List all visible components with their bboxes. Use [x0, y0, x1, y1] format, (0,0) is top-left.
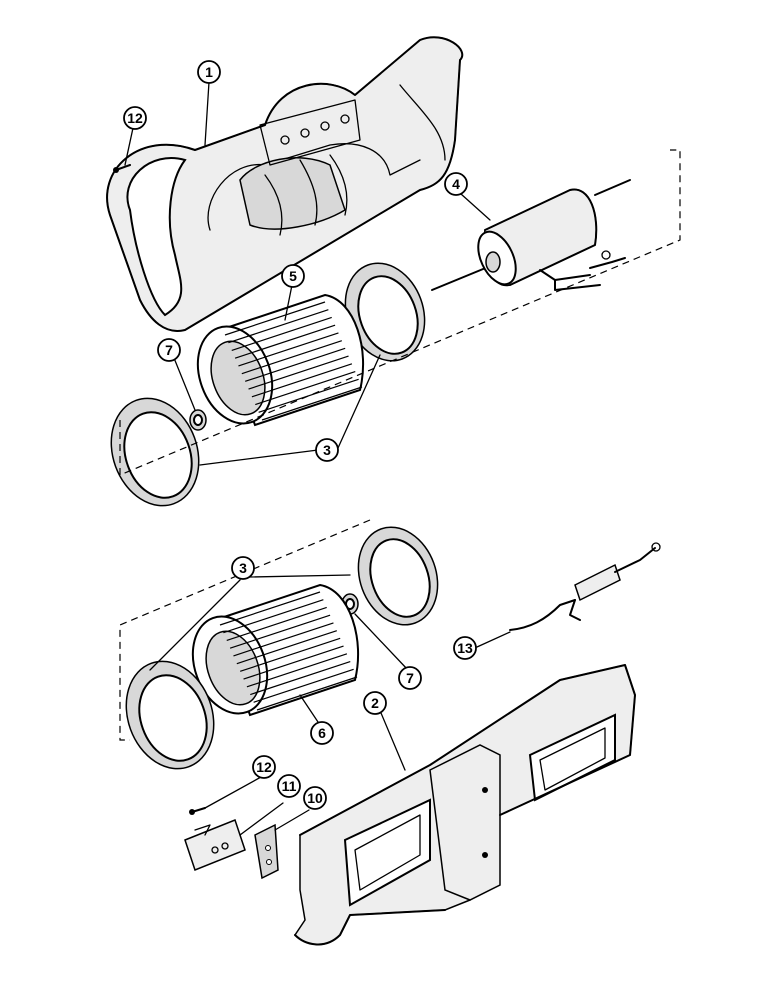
wheel-vane [236, 630, 338, 665]
wheel-vane [241, 340, 343, 375]
screw-bottom [189, 807, 206, 815]
callout-1: 1 [197, 60, 221, 84]
wheel-vane [226, 606, 327, 642]
resistor-harness [509, 542, 661, 631]
wheel-vane [234, 324, 336, 359]
callout-label: 11 [282, 778, 297, 794]
callout-13: 13 [453, 636, 477, 660]
callout-label: 7 [165, 342, 173, 358]
wheel-vane [239, 637, 341, 672]
callout-label: 10 [307, 790, 323, 806]
wheel-vane [253, 668, 354, 703]
upper-blower-housing [106, 36, 464, 332]
callout-7-top: 7 [157, 338, 181, 362]
callout-label: 2 [371, 695, 379, 711]
callout-12-top: 12 [123, 106, 147, 130]
callout-12-bottom: 12 [252, 755, 276, 779]
wheel-vane [229, 614, 331, 649]
blower-motor [431, 179, 631, 291]
wheel-vane [243, 645, 344, 680]
callout-label: 7 [406, 670, 414, 686]
callout-7-bottom: 7 [398, 666, 422, 690]
callout-label: 12 [127, 110, 143, 126]
screw-top [113, 164, 131, 173]
callout-label: 1 [205, 64, 213, 80]
callout-label: 6 [318, 725, 326, 741]
clip-top [189, 409, 207, 431]
callout-label: 4 [452, 176, 460, 192]
callout-label: 5 [289, 268, 297, 284]
wheel-vane [246, 653, 348, 688]
callout-2: 2 [363, 691, 387, 715]
seal-ring-top-left [110, 397, 200, 507]
wheel-vane [248, 355, 349, 390]
leader-lines [124, 81, 511, 836]
blower-wheel-top [196, 293, 364, 427]
callout-5: 5 [281, 264, 305, 288]
callout-3-bottom: 3 [231, 556, 255, 580]
lower-blower-housing [294, 664, 636, 946]
callout-label: 13 [457, 640, 473, 656]
wheel-vane [223, 599, 324, 634]
seal-ring-bottom-left [125, 660, 215, 770]
mounting-bracket [254, 823, 279, 880]
callout-10: 10 [303, 786, 327, 810]
wheel-vane [250, 660, 351, 696]
callout-11: 11 [277, 774, 301, 798]
wheel-vane [256, 676, 358, 711]
seal-ring-top-right [344, 262, 426, 362]
wheel-vane [244, 347, 346, 382]
blower-wheel-bottom [191, 583, 359, 717]
wheel-vane [238, 332, 339, 367]
dashed-group-line-top [119, 149, 681, 476]
callout-label: 3 [323, 442, 331, 458]
wheel-vane [261, 386, 363, 421]
callout-label: 3 [239, 560, 247, 576]
wheel-vane [233, 622, 334, 657]
wheel-vane [258, 378, 359, 413]
switch-plate [184, 819, 246, 871]
wheel-vane [251, 363, 353, 398]
callout-4: 4 [444, 172, 468, 196]
callout-3-top: 3 [315, 438, 339, 462]
wheel-vane [231, 316, 332, 352]
wheel-vane [224, 301, 326, 336]
callout-6: 6 [310, 721, 334, 745]
wheel-vane [255, 370, 356, 406]
wheel-vane [219, 591, 321, 626]
seal-ring-bottom-right [357, 526, 439, 626]
callout-label: 12 [256, 759, 272, 775]
wheel-vane [228, 309, 329, 344]
